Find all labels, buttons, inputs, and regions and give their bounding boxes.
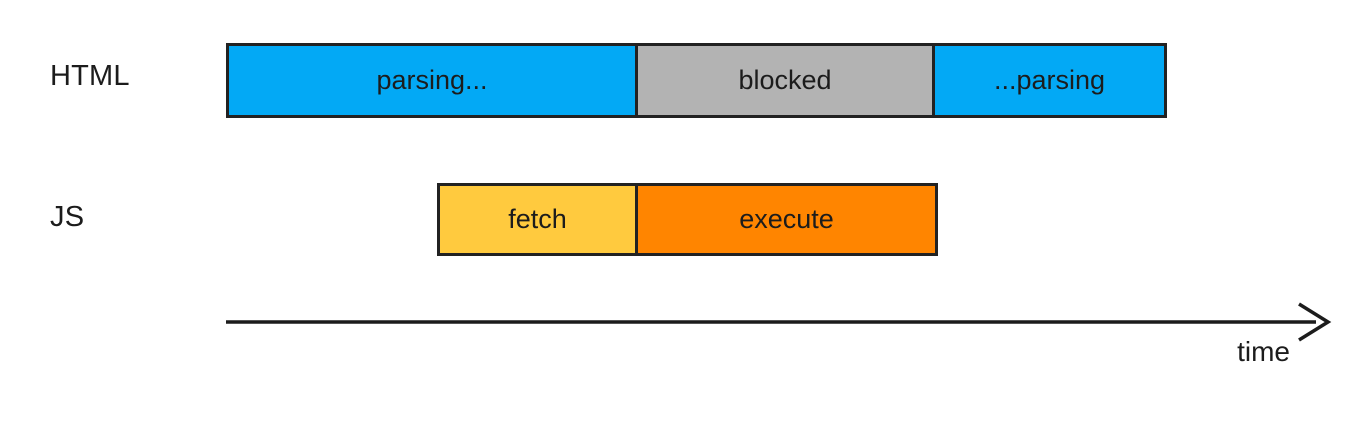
segment-html-blocked: blocked	[635, 43, 935, 118]
time-axis	[226, 300, 1336, 346]
segment-js-fetch: fetch	[437, 183, 638, 256]
timeline-row-html: parsing... blocked ...parsing	[226, 43, 1170, 118]
time-axis-label: time	[1237, 336, 1290, 367]
segment-html-parsing-start: parsing...	[226, 43, 638, 118]
timeline-row-js: fetch execute	[437, 183, 938, 256]
segment-label: parsing...	[376, 65, 488, 95]
segment-label: blocked	[738, 65, 832, 95]
segment-label: fetch	[508, 204, 567, 234]
segment-js-execute: execute	[635, 183, 938, 256]
arrow-right-icon	[1298, 302, 1332, 342]
segment-label: execute	[739, 204, 834, 234]
segment-label: ...parsing	[993, 65, 1106, 95]
segment-html-parsing-resume: ...parsing	[932, 43, 1167, 118]
row-label-html: HTML	[50, 60, 130, 92]
row-label-js: JS	[50, 201, 85, 233]
